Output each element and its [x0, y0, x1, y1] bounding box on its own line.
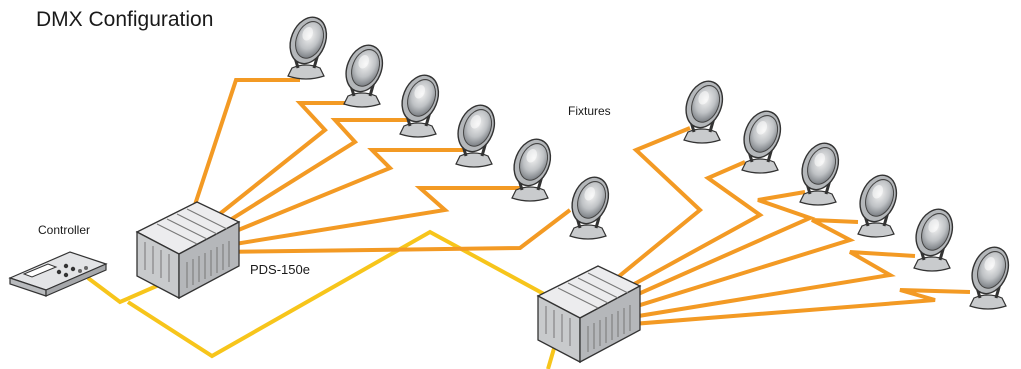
power-cable: [190, 101, 354, 238]
fixture-icon: [735, 104, 789, 175]
fixture-icon: [449, 98, 503, 169]
power-cable: [203, 148, 464, 246]
power-cable: [619, 288, 971, 327]
power-cable: [196, 118, 410, 242]
data-cable: [126, 229, 556, 359]
power-cable-group: [184, 78, 971, 327]
power-cable: [601, 190, 816, 312]
fixture-icon: [563, 170, 617, 241]
power-supply-label: PDS-150e: [250, 262, 310, 277]
power-cable: [184, 78, 300, 233]
power-cable: [607, 218, 859, 317]
controller-label: Controller: [38, 223, 91, 237]
power-cable: [209, 186, 520, 250]
fixture-icon: [907, 202, 961, 273]
diagram-title: DMX Configuration: [36, 8, 214, 31]
fixture-group: [281, 10, 617, 241]
fixtures-label: Fixtures: [568, 104, 611, 118]
fixture-icon: [677, 74, 731, 145]
fixture-icon: [281, 10, 335, 81]
fixture-icon: [851, 168, 905, 239]
fixture-icon: [793, 136, 847, 207]
power-cable: [588, 126, 704, 302]
power-supply-icon: [135, 201, 241, 300]
power-supply-icon: [536, 265, 642, 364]
fixture-icon: [963, 240, 1017, 311]
power-cable: [215, 208, 572, 254]
fixture-icon: [337, 38, 391, 109]
power-cable: [595, 160, 764, 307]
controller-icon: [8, 251, 108, 297]
power-cable: [613, 250, 916, 322]
fixture-icon: [393, 68, 447, 139]
fixture-icon: [505, 132, 559, 203]
